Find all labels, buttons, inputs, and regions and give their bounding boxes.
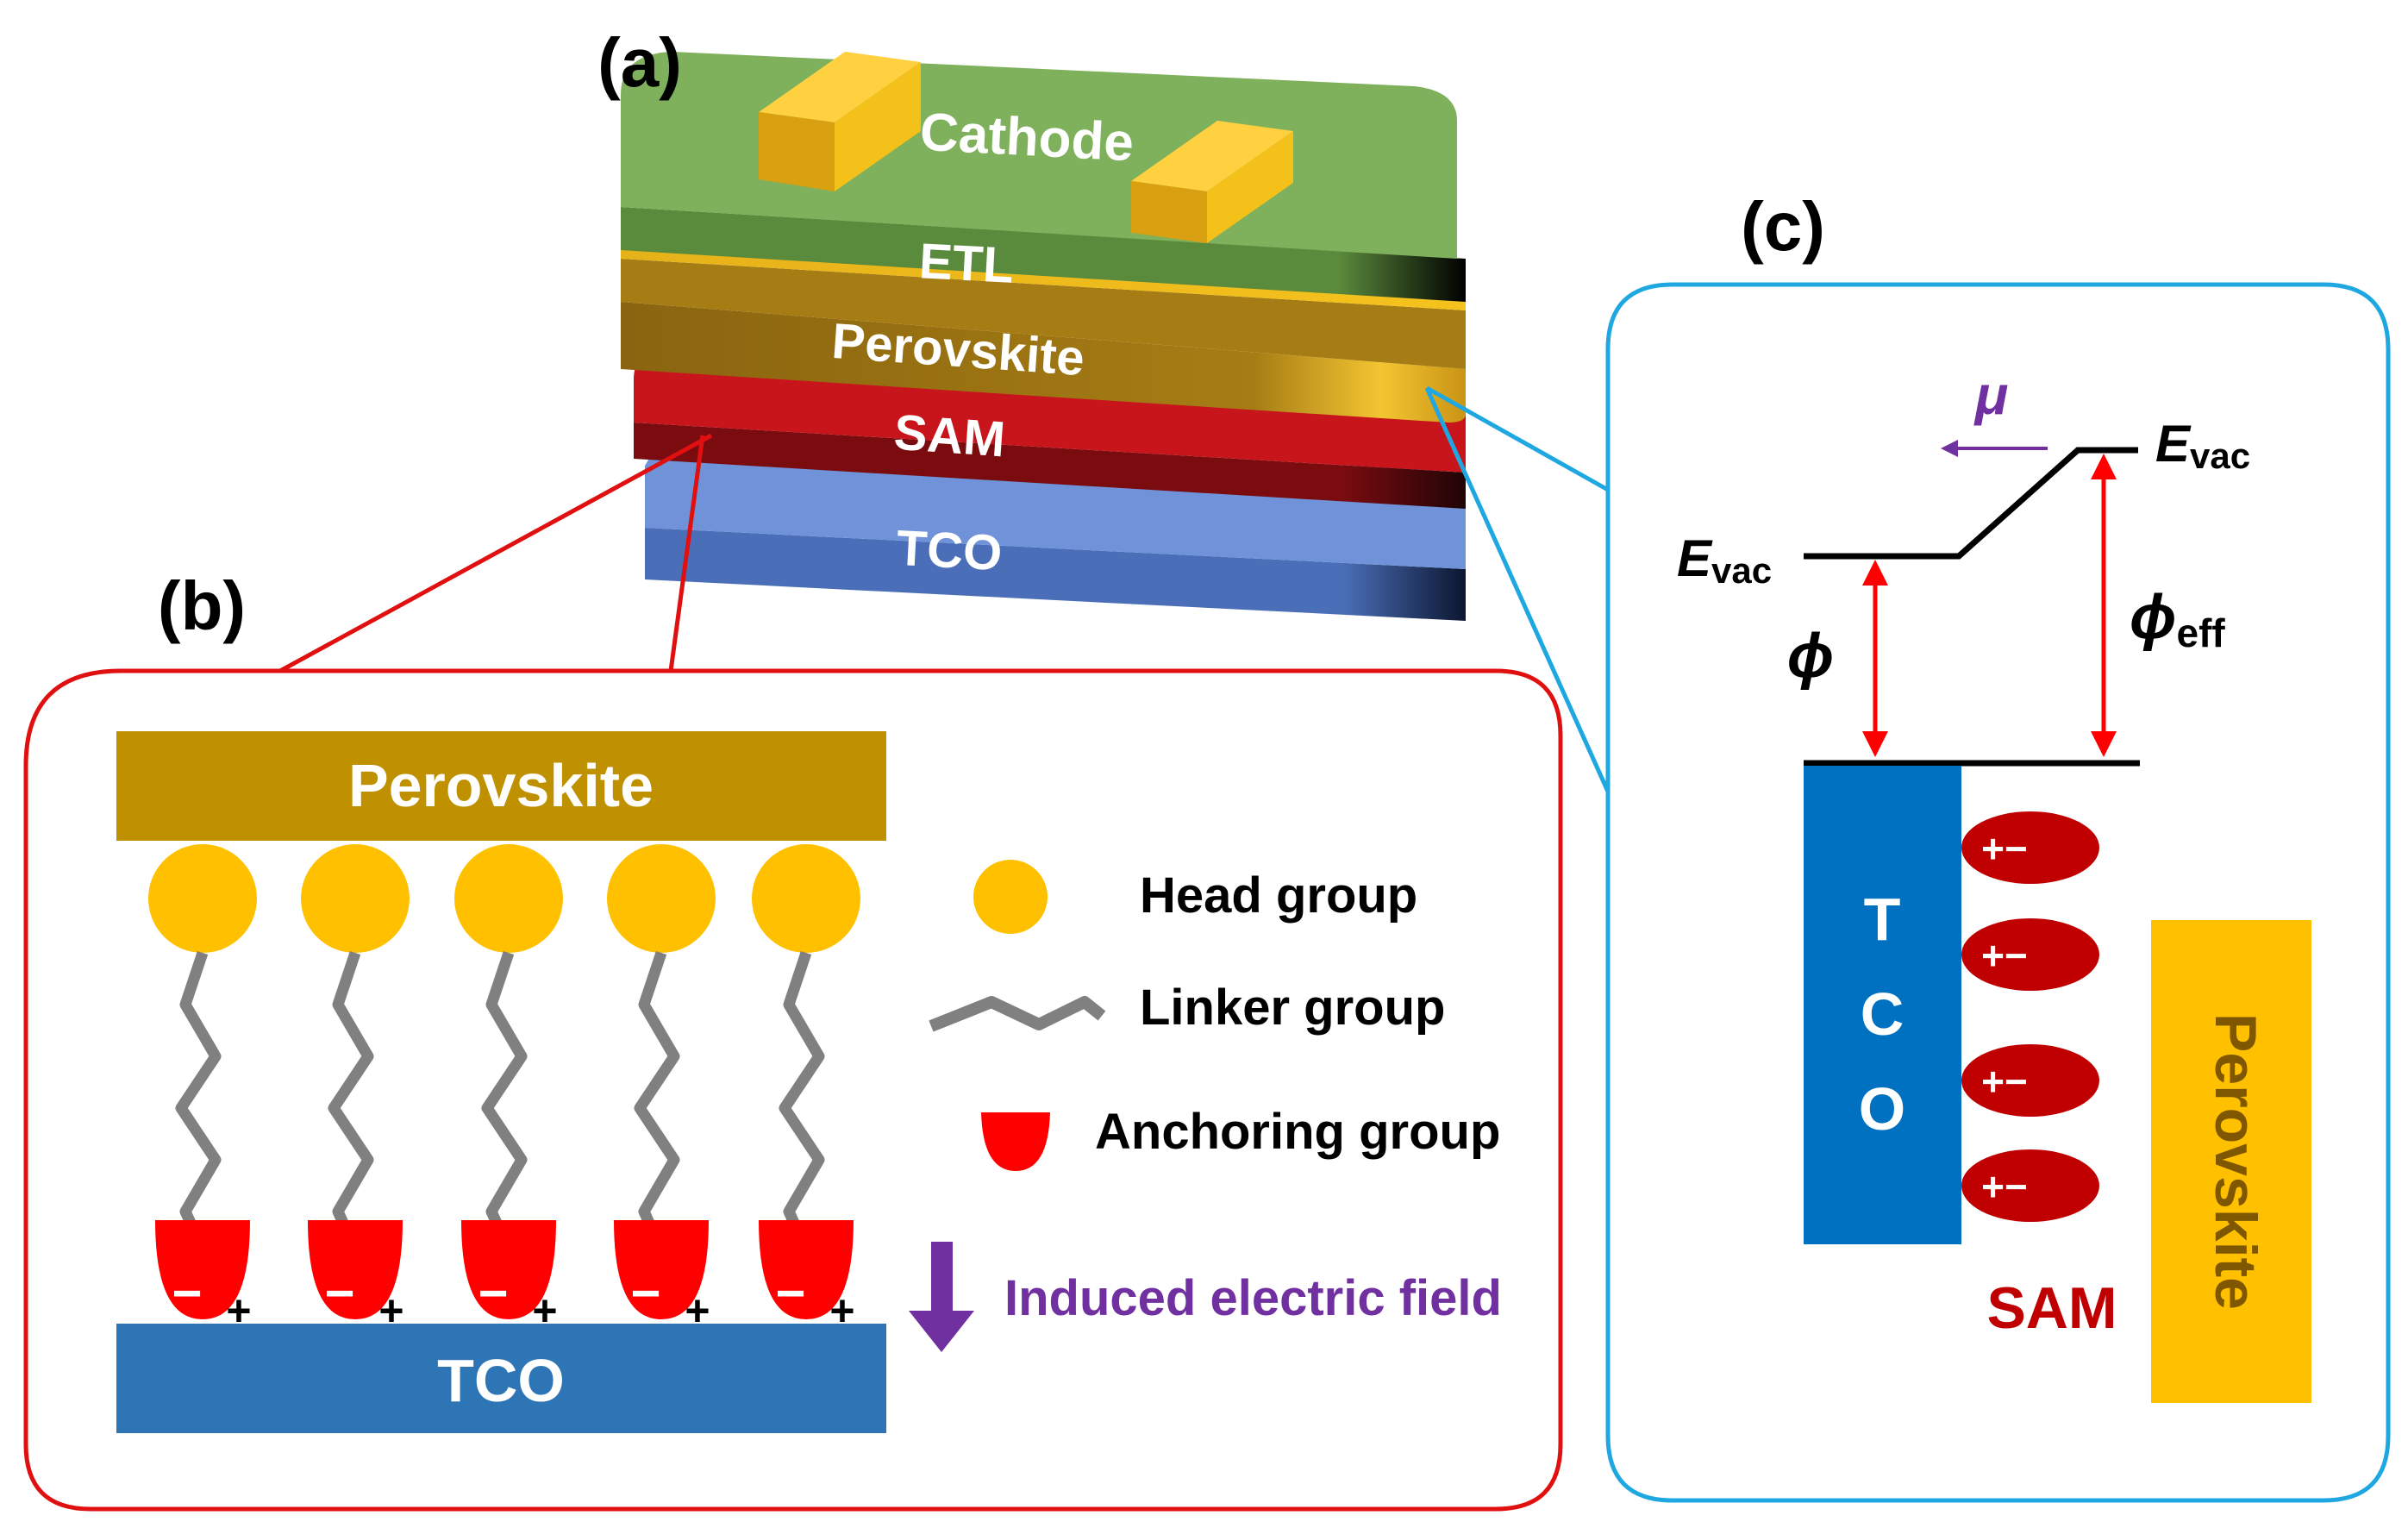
charge-plus: + <box>378 1287 403 1335</box>
dipole <box>1961 1149 2099 1222</box>
sam-molecule: − + <box>607 844 716 1335</box>
panel-c-energy-diagram: (c) μ Evac Evac ϕ ϕeff T C O <box>1424 188 2391 1503</box>
charge-plus: + <box>829 1287 854 1335</box>
head-group <box>301 844 410 953</box>
vacuum-level-line <box>1804 447 2138 560</box>
charge-minus: − <box>324 1264 354 1322</box>
evac-label-left: Evac <box>1677 529 1772 591</box>
panel-a-label: (a) <box>597 24 682 101</box>
perovskite-bar-label: Perovskite <box>348 752 654 819</box>
phi-label: ϕ <box>1787 622 1835 691</box>
tco-column <box>1804 766 1961 1244</box>
linker-chain <box>481 950 528 1262</box>
legend-head-icon <box>973 860 1048 934</box>
anchoring-group <box>155 1220 250 1319</box>
dipole-label: +− <box>1981 1059 2028 1104</box>
sam-molecule: − + <box>454 844 563 1335</box>
anchoring-group <box>308 1220 403 1319</box>
legend-linker-icon <box>929 996 1106 1032</box>
linker-chain <box>634 950 680 1262</box>
head-group <box>752 844 860 953</box>
charge-plus: + <box>685 1287 710 1335</box>
dipole-label: +− <box>1981 933 2028 978</box>
mu-label: μ <box>1973 364 2009 426</box>
perovskite-column <box>2151 920 2311 1403</box>
sam-dipoles: +− +− +− +− <box>1961 811 2099 1222</box>
etl-label: ETL <box>918 233 1016 294</box>
tco-letter: O <box>1859 1075 1905 1143</box>
legend-head-label: Head group <box>1140 867 1417 924</box>
perovskite-column-label: Perovskite <box>2203 1013 2268 1310</box>
head-group <box>607 844 716 953</box>
sam-label: SAM <box>1986 1275 2117 1341</box>
anchoring-group <box>759 1220 854 1319</box>
callout-line-b-right <box>668 435 705 672</box>
head-group <box>148 844 257 953</box>
callout-line-c-top <box>1425 385 1610 492</box>
anchoring-group <box>614 1220 709 1319</box>
sam-molecule: − + <box>752 844 860 1335</box>
panel-b-sam-structure: (b) Perovskite TCO − + − <box>23 433 1563 1512</box>
dipole-label: +− <box>1981 826 2028 871</box>
field-arrow-icon <box>909 1242 974 1352</box>
dipole <box>1961 918 2099 991</box>
tco-letter: C <box>1861 980 1905 1048</box>
sam-molecule: − + <box>301 844 410 1335</box>
anchoring-group <box>461 1220 556 1319</box>
panel-a-device-stack: (a) Cathode ETL Perovskite SAM TCO <box>597 24 1466 621</box>
sam-molecule: − + <box>148 844 257 1335</box>
dipole-label: +− <box>1981 1164 2028 1209</box>
legend-field-label: Induced electric field <box>1004 1270 1502 1326</box>
cathode-contact-right <box>1131 121 1293 243</box>
tco-bar-label: TCO <box>437 1347 565 1414</box>
panel-c-label: (c) <box>1741 188 1825 265</box>
evac-label-right: Evac <box>2155 415 2250 476</box>
head-group <box>454 844 563 953</box>
panel-b-label: (b) <box>158 567 246 644</box>
perovskite-layer <box>621 259 1466 423</box>
charge-minus: − <box>478 1264 508 1322</box>
tco-bar <box>116 1324 886 1433</box>
sam-molecules: − + − + − + − + <box>148 844 860 1335</box>
tco-stack-label: TCO <box>895 520 1004 581</box>
linker-chain <box>779 950 825 1262</box>
charge-minus: − <box>775 1264 805 1322</box>
panel-b-legend: Head group Linker group Anchoring group … <box>909 860 1502 1352</box>
sam-stack-label: SAM <box>892 404 1007 468</box>
tco-letter: T <box>1864 886 1901 953</box>
perovskite-bar <box>116 731 886 841</box>
charge-minus: − <box>172 1264 202 1322</box>
charge-minus: − <box>630 1264 660 1322</box>
linker-chain <box>175 950 222 1262</box>
cathode-contact-left <box>759 52 921 191</box>
legend-anchor-icon <box>981 1112 1050 1171</box>
dipole <box>1961 1044 2099 1117</box>
phi-eff-label: ϕeff <box>2130 583 2225 655</box>
cathode-label: Cathode <box>918 103 1135 173</box>
legend-linker-label: Linker group <box>1140 980 1445 1036</box>
linker-chain <box>328 950 374 1262</box>
charge-plus: + <box>532 1287 557 1335</box>
callout-line-b <box>278 433 713 673</box>
callout-line-c-bottom <box>1424 386 1611 793</box>
dipole <box>1961 811 2099 884</box>
charge-plus: + <box>226 1287 251 1335</box>
legend-anchor-label: Anchoring group <box>1095 1104 1500 1160</box>
